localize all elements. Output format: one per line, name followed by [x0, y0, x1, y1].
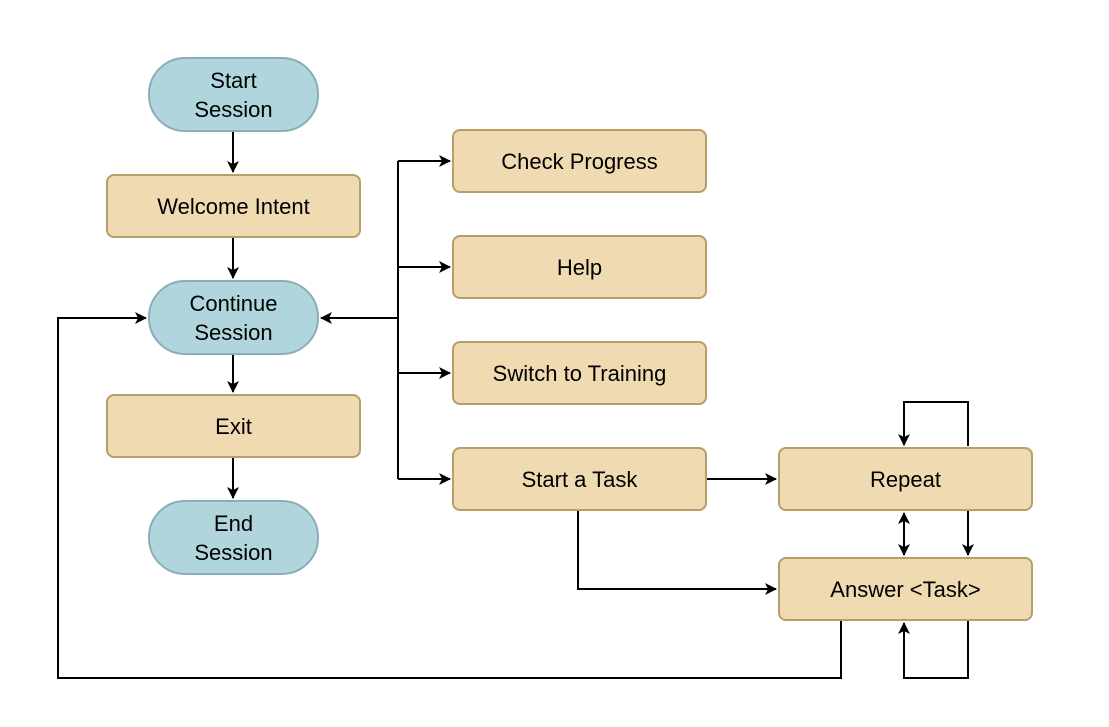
- start-a-task-node: Start a Task: [452, 447, 707, 511]
- help-label: Help: [556, 254, 603, 280]
- edge-answer-to-continue: [57, 312, 842, 679]
- exit-label: Exit: [215, 413, 252, 439]
- welcome-intent-node: Welcome Intent: [106, 174, 361, 238]
- switch-to-training-node: Switch to Training: [452, 341, 707, 405]
- continue-session-node: Continue Session: [148, 280, 319, 355]
- end-session-node: End Session: [148, 500, 319, 575]
- start-session-node: Start Session: [148, 57, 319, 132]
- edge-repeat-self-loop: [898, 401, 969, 446]
- switch-to-training-label: Switch to Training: [492, 360, 667, 386]
- exit-node: Exit: [106, 394, 361, 458]
- edge-task-to-answer: [577, 511, 777, 595]
- repeat-label: Repeat: [870, 466, 941, 492]
- answer-task-node: Answer <Task>: [778, 557, 1033, 621]
- repeat-node: Repeat: [778, 447, 1033, 511]
- answer-task-label: Answer <Task>: [830, 576, 981, 602]
- start-session-label: Start Session: [194, 67, 273, 122]
- check-progress-node: Check Progress: [452, 129, 707, 193]
- check-progress-label: Check Progress: [501, 148, 658, 174]
- help-node: Help: [452, 235, 707, 299]
- continue-session-label: Continue Session: [189, 290, 278, 345]
- edge-answer-self-loop: [898, 621, 969, 679]
- start-a-task-label: Start a Task: [521, 466, 638, 492]
- welcome-intent-label: Welcome Intent: [157, 193, 310, 219]
- end-session-label: End Session: [194, 510, 273, 565]
